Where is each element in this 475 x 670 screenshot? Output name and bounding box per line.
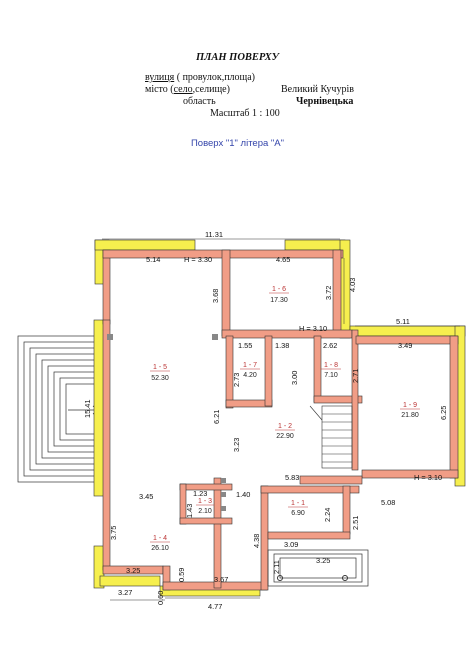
room-1-2: 1 - 2 22.90 [275, 423, 295, 440]
dim-label: 3.25 [316, 556, 330, 565]
dim-label: 2.51 [351, 516, 360, 530]
dimension-lines [102, 238, 460, 601]
dim-label: 2.62 [323, 341, 337, 350]
svg-text:4.20: 4.20 [243, 372, 257, 379]
city-line: місто (село,селище) [145, 84, 230, 96]
dim-label: 3.25 [126, 566, 140, 575]
dim-label: 2.24 [323, 508, 332, 522]
columns [107, 334, 226, 511]
dim-label: 4.77 [208, 602, 222, 611]
dim-label: 11.31 [205, 230, 223, 239]
dim-label: 1.55 [238, 341, 252, 350]
dim-label: 3.23 [232, 438, 241, 452]
city-rest: ,селище) [192, 84, 230, 95]
svg-text:7.10: 7.10 [324, 372, 338, 379]
dim-label: 4.03 [348, 278, 357, 292]
dim-label: 2.73 [232, 373, 241, 387]
dim-label: 1.38 [275, 341, 289, 350]
dim-label: 3.00 [290, 371, 299, 385]
city-prefix: місто ( [145, 84, 174, 95]
room-1-7: 1 - 7 4.20 [240, 362, 260, 379]
height-label: H = 3.30 [184, 255, 212, 264]
dim-label: 0.59 [177, 568, 186, 582]
dim-label: 1.43 [185, 504, 194, 518]
dim-label: 5.14 [146, 255, 160, 264]
dim-label: 3.72 [324, 286, 333, 300]
room-1-4: 1 - 4 26.10 [150, 535, 170, 552]
dim-label: 5.83 [285, 473, 299, 482]
interior-stairs [309, 405, 353, 469]
room-1-6: 1 - 6 17.30 [269, 286, 289, 304]
room-1-1: 1 - 1 6.90 [288, 500, 308, 517]
street-word: вулиця [145, 72, 175, 83]
svg-text:1 - 3: 1 - 3 [198, 498, 212, 505]
dim-label: 2.11 [272, 560, 281, 574]
height-label: H = 3.10 [414, 473, 442, 482]
svg-text:17.30: 17.30 [270, 297, 288, 304]
plan-title: ПЛАН ПОВЕРХУ [196, 52, 279, 63]
room-1-9: 1 - 9 21.80 [400, 402, 420, 419]
svg-text:1 - 9: 1 - 9 [403, 402, 417, 409]
svg-text:1 - 6: 1 - 6 [272, 286, 286, 293]
structural-walls [102, 249, 459, 591]
svg-text:1 - 5: 1 - 5 [153, 364, 167, 371]
dim-label: 3.67 [214, 575, 228, 584]
room-1-8: 1 - 8 7.10 [321, 362, 341, 379]
porch-stairs [267, 549, 369, 587]
floor-legend: Поверх "1" літера "А" [190, 138, 285, 149]
dim-label: 4.38 [252, 534, 261, 548]
room-1-3: 1 - 3 2.10 [196, 498, 214, 515]
svg-text:1 - 4: 1 - 4 [153, 535, 167, 542]
svg-text:21.80: 21.80 [401, 412, 419, 419]
height-label: H = 3.10 [299, 324, 327, 333]
svg-text:22.90: 22.90 [276, 433, 294, 440]
dim-label: 0.60 [156, 591, 165, 605]
village-name: Великий Кучурів [281, 84, 354, 95]
svg-text:1 - 8: 1 - 8 [324, 362, 338, 369]
dim-label: 15.41 [83, 400, 92, 419]
dim-label: 1.23 [193, 489, 207, 498]
dim-label: 6.25 [439, 406, 448, 420]
dim-label: 3.75 [109, 526, 118, 540]
oblast-name: Чернівецька [296, 96, 354, 107]
dim-label: 3.09 [284, 540, 298, 549]
svg-text:52.30: 52.30 [151, 375, 169, 382]
street-rest: ( провулок,площа) [174, 72, 256, 83]
dim-label: 5.11 [396, 317, 410, 326]
svg-text:6.90: 6.90 [291, 510, 305, 517]
dim-label: 1.40 [236, 490, 250, 499]
street-line: вулиця ( провулок,площа) [145, 72, 255, 84]
dim-label: 2.71 [351, 369, 360, 383]
svg-text:1 - 2: 1 - 2 [278, 423, 292, 430]
dim-label: 3.68 [211, 289, 220, 303]
svg-text:2.10: 2.10 [198, 508, 212, 515]
scale-label: Масштаб 1 : 100 [210, 108, 280, 119]
room-labels: 1 - 5 52.30 1 - 6 17.30 1 - 7 4.20 1 - 8… [150, 286, 420, 552]
svg-text:1 - 1: 1 - 1 [291, 500, 305, 507]
dim-label: 3.49 [398, 341, 412, 350]
svg-text:1 - 7: 1 - 7 [243, 362, 257, 369]
svg-text:26.10: 26.10 [151, 545, 169, 552]
dim-label: 6.21 [212, 410, 221, 424]
dim-label: 4.65 [276, 255, 290, 264]
room-1-5: 1 - 5 52.30 [150, 364, 170, 382]
oblast-label: область [183, 96, 216, 107]
dim-label: 3.27 [118, 588, 132, 597]
dim-label: 3.45 [139, 492, 153, 501]
dimension-labels: 11.31 5.14 H = 3.30 4.65 3.68 3.72 4.03 … [83, 230, 448, 611]
city-word: село [173, 84, 193, 95]
dim-label: 5.08 [381, 498, 395, 507]
